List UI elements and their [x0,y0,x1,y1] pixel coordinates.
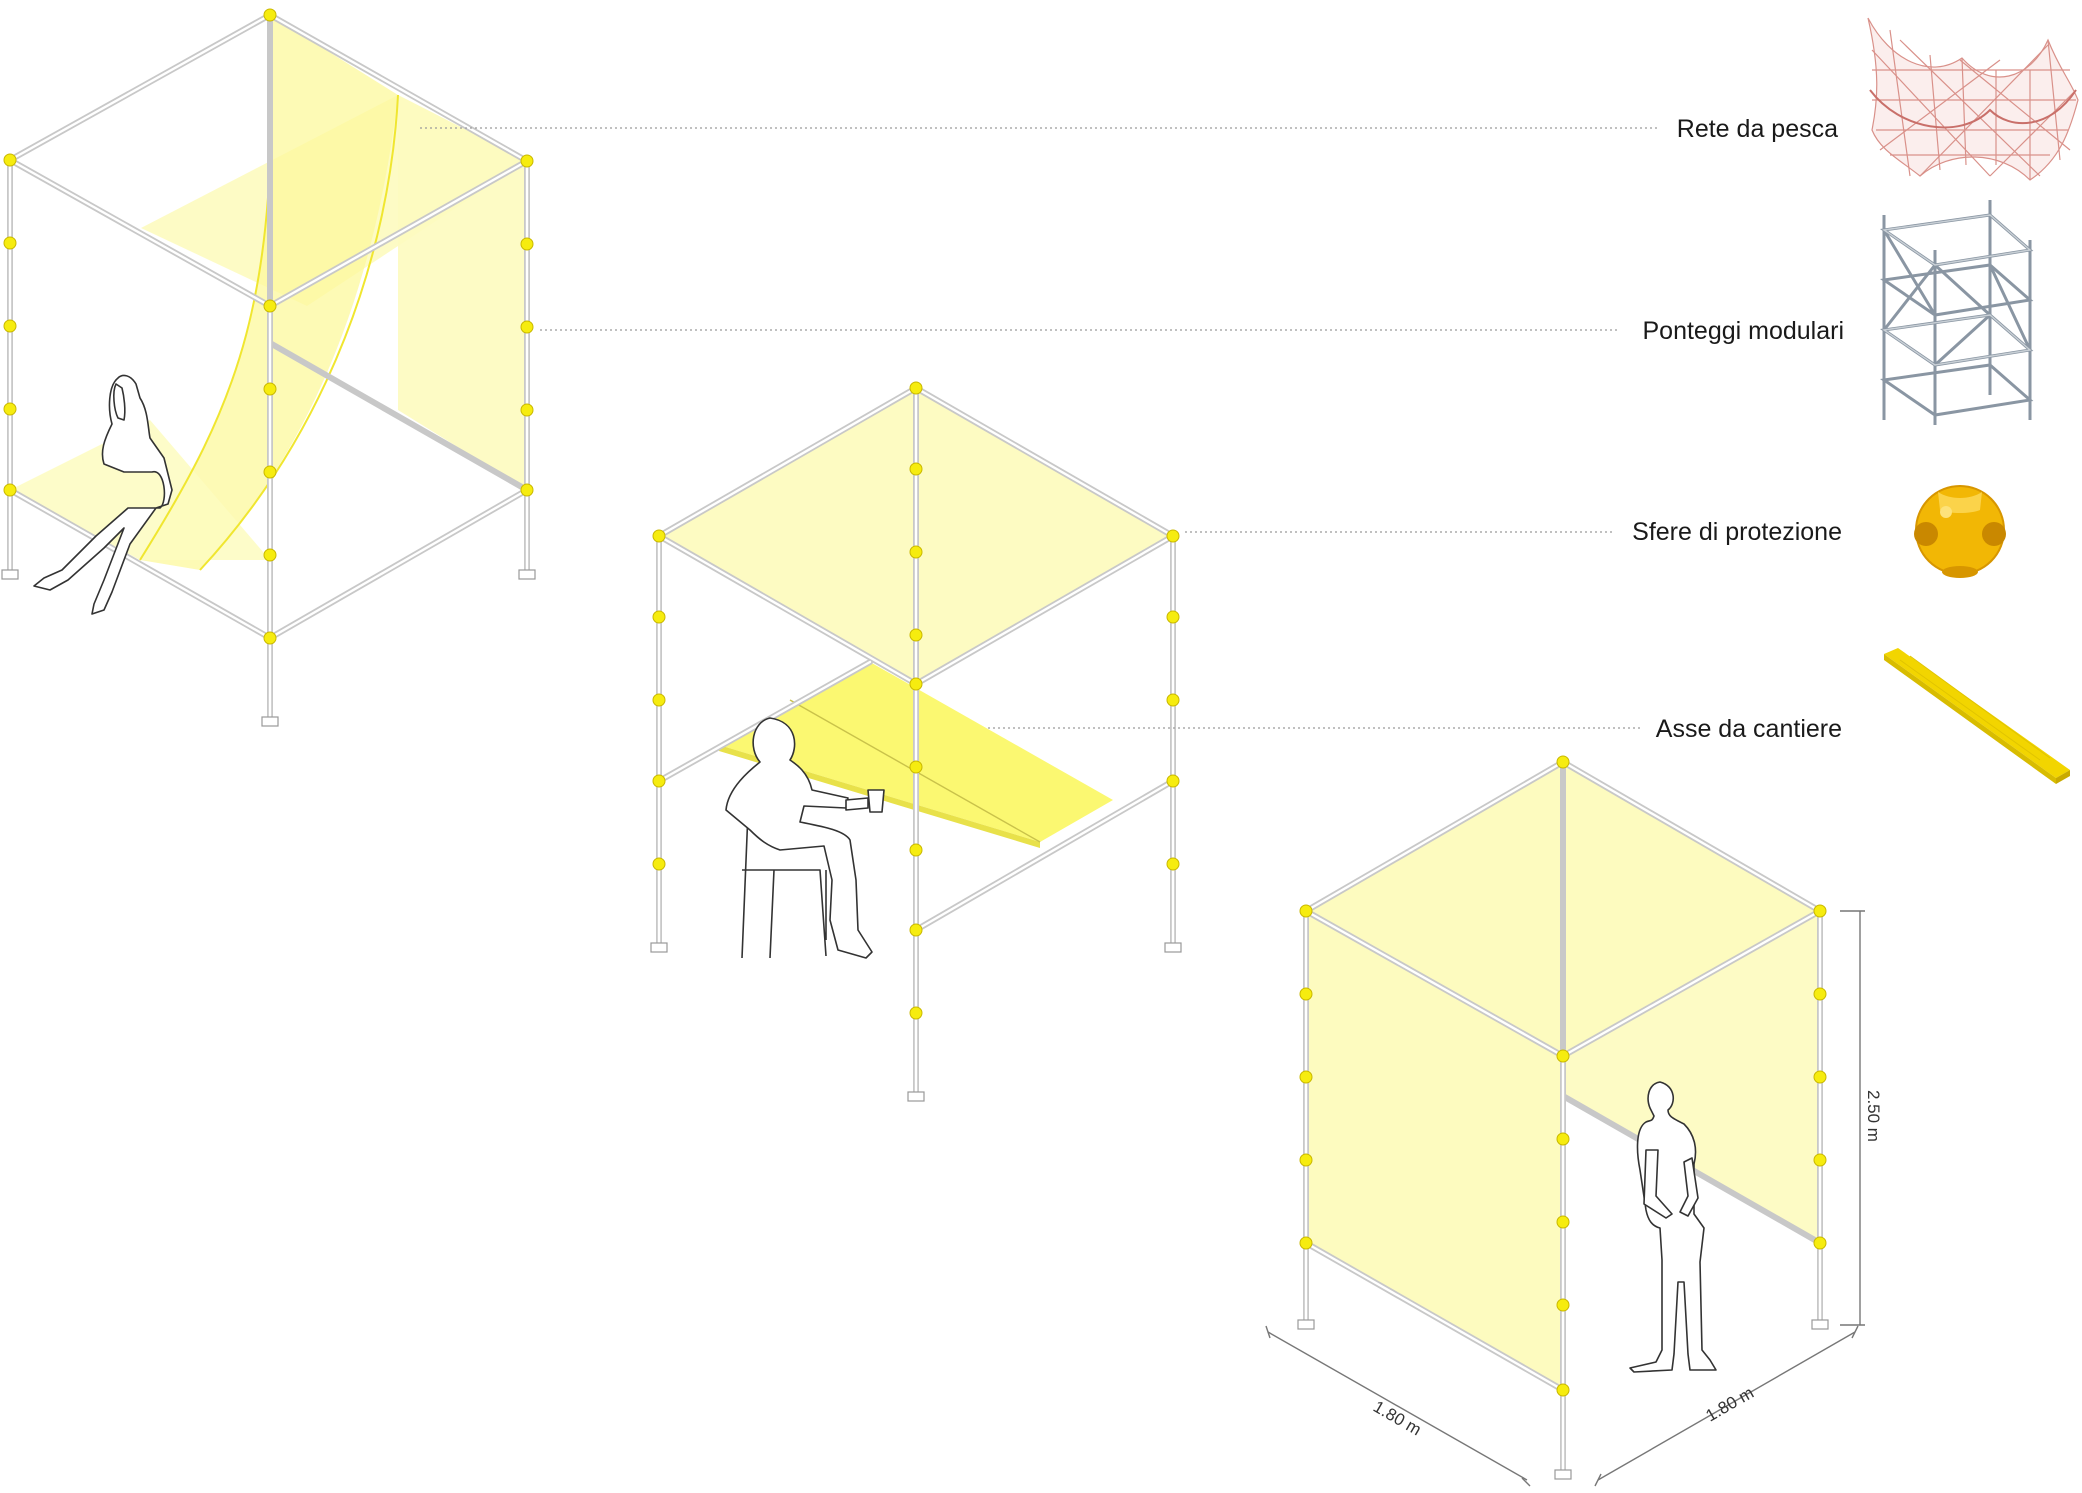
label-asse-da-cantiere: Asse da cantiere [1656,715,1842,743]
cabin-back-panel [1563,762,1820,1243]
person-standing-man [1629,1081,1717,1373]
fishing-net-icon [1867,17,2079,181]
module-cabin: 1.80 m 1.80 m 2.50 m [1265,755,1883,1487]
label-ponteggi-modulari: Ponteggi modulari [1642,317,1844,345]
person-seated-woman [33,374,173,615]
cabin-joints [1299,755,1827,1397]
module-table [650,381,1182,1102]
cabin-left-panel [1306,911,1563,1390]
dimension-height-label: 2.50 m [1864,1090,1883,1142]
cabin-frame [1303,759,1823,1478]
person-seated-with-cup [725,717,885,959]
label-rete-da-pesca: Rete da pesca [1677,115,1838,143]
construction-plank-icon [1884,648,2070,784]
dimension-width-label: 1.80 m [1370,1397,1425,1439]
net-frame [7,12,530,725]
label-sfere-di-protezione: Sfere di protezione [1632,518,1842,546]
protective-ball-icon [1914,485,2006,578]
net-back-panel [398,95,527,490]
dimension-depth-label: 1.80 m [1703,1383,1758,1425]
dimension-lines [1265,910,1865,1487]
module-net [1,8,536,727]
materials-legend: Rete da pesca Ponteggi modulari Sfere di… [420,17,2079,784]
table-joints [652,381,1180,1020]
scaffolding-icon [1879,200,2034,425]
net-joints [3,8,534,645]
